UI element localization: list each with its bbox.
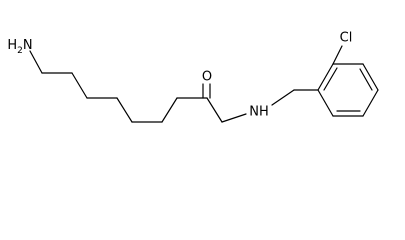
bond-n-c1	[29, 50, 43, 74]
amine-label: H2N	[7, 38, 32, 56]
bond-c6-c7	[161, 97, 178, 123]
bond-c4-c5	[116, 97, 133, 123]
bond-c9-nh	[221, 113, 247, 123]
ring-inner-1	[323, 67, 338, 91]
bond-c2-c3	[71, 72, 88, 99]
bond-c8-c9	[206, 97, 223, 123]
oxygen-label: O	[202, 70, 212, 85]
ring-inner-3	[359, 68, 373, 91]
ring-bond-6	[317, 63, 334, 91]
ring-bond-4	[362, 63, 379, 91]
amide-nh-label: NH	[249, 105, 269, 120]
ring-bond-1	[317, 89, 334, 117]
ring-bond-3	[362, 89, 379, 117]
bond-ring-cl	[332, 45, 343, 65]
bond-nh-ch2	[271, 89, 295, 106]
structure-canvas: H2N O NH Cl	[7, 31, 379, 123]
molecule-drawing: H2N O NH Cl	[7, 31, 379, 123]
chlorine-label: Cl	[340, 31, 353, 46]
